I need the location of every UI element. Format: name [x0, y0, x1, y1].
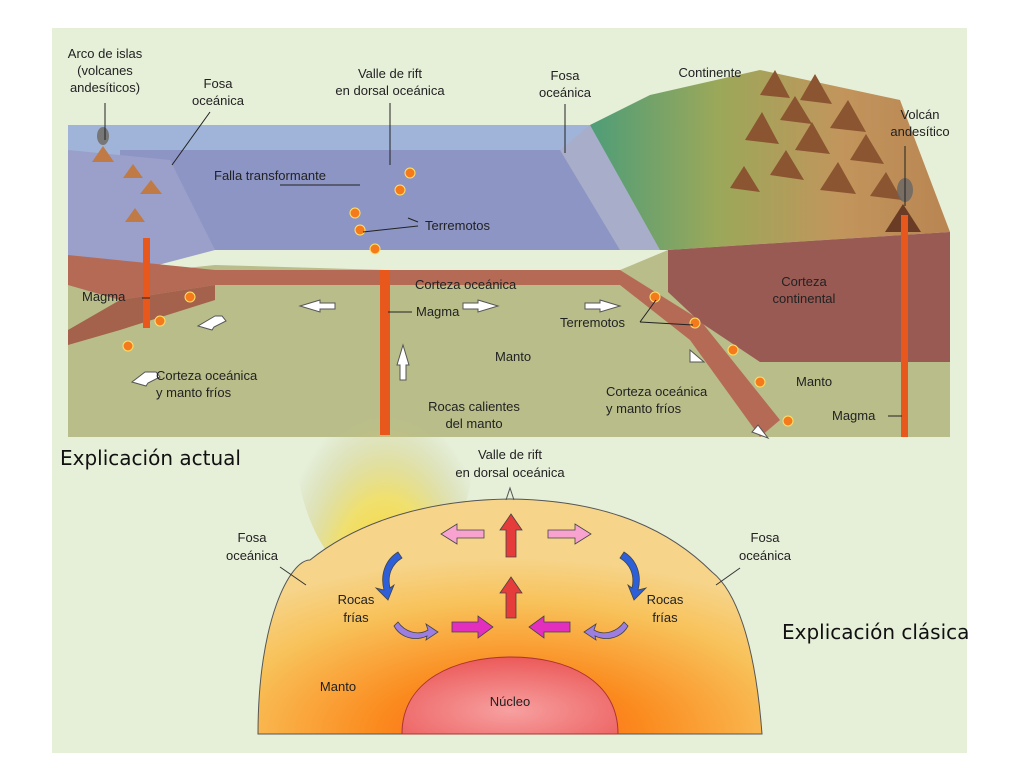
ocean-floor: [120, 150, 660, 250]
arc-magma-channel: [143, 238, 150, 328]
arrow-up-red-2: [499, 576, 523, 619]
label-island-arc-1: Arco de islas: [68, 46, 143, 61]
label-classic-trench-right-1: Fosa: [751, 530, 781, 545]
arrow-left: [298, 299, 336, 313]
label-island-arc-3: andesíticos): [70, 80, 140, 95]
label-classic-rift-1: Valle de rift: [478, 447, 542, 462]
label-transform-fault: Falla transformante: [214, 168, 326, 183]
label-classic-trench-left-1: Fosa: [238, 530, 268, 545]
continental-crust: [668, 232, 950, 362]
label-cold-crust-right-2: y manto fríos: [606, 401, 682, 416]
label-classic-rift-2: en dorsal oceánica: [455, 465, 565, 480]
label-cold-crust-right-1: Corteza oceánica: [606, 384, 708, 399]
label-mantle: Manto: [320, 679, 356, 694]
label-mantle-center: Manto: [495, 349, 531, 364]
arrow-pink-left: [440, 523, 485, 545]
mantle-flow-arrows: [130, 299, 770, 440]
arrow-right: [462, 299, 500, 313]
arrow-down-right-2: [751, 424, 770, 440]
arrow-down-left-2: [130, 371, 161, 387]
arrow-magenta-left: [528, 615, 571, 639]
arrow-violet-right: [583, 621, 629, 641]
caption-classic-explanation: Explicación clásica: [782, 620, 970, 644]
label-trench-right-1: Fosa: [551, 68, 581, 83]
label-continental-crust-2: continental: [773, 291, 836, 306]
arrow-blue-right: [619, 551, 648, 601]
label-continental-crust-1: Corteza: [781, 274, 827, 289]
label-cold-crust-left-2: y manto fríos: [156, 385, 232, 400]
earthquake-markers: [122, 167, 794, 427]
continent-surface: [590, 70, 950, 250]
label-rift-valley-1: Valle de rift: [358, 66, 422, 81]
label-trench-left-2: oceánica: [192, 93, 245, 108]
leader-lines: [104, 103, 906, 417]
label-island-arc-2: (volcanes: [77, 63, 133, 78]
label-volcano-2: andesítico: [890, 124, 949, 139]
arrow-right-2: [584, 299, 622, 313]
volcano-magma-channel: [901, 215, 908, 437]
caption-current-explanation: Explicación actual: [60, 446, 241, 470]
label-cold-rocks-right-2: frías: [652, 610, 678, 625]
core: [401, 656, 619, 735]
label-trench-left-1: Fosa: [204, 76, 234, 91]
island-volcanoes: [92, 127, 162, 222]
arrow-up: [396, 343, 410, 381]
convection-arrows: [374, 513, 648, 641]
arrow-down-right: [689, 348, 706, 363]
label-core: Núcleo: [490, 694, 530, 709]
ridge-magma-channel: [380, 270, 390, 435]
label-cold-rocks-right-1: Rocas: [647, 592, 684, 607]
label-earthquakes: Terremotos: [425, 218, 491, 233]
label-rift-valley-2: en dorsal oceánica: [335, 83, 445, 98]
label-classic-trench-right-2: oceánica: [739, 548, 792, 563]
label-magma-left: Magma: [82, 289, 126, 304]
label-volcano-1: Volcán: [900, 107, 939, 122]
arrow-pink-right: [547, 523, 592, 545]
label-cold-rocks-left-1: Rocas: [338, 592, 375, 607]
arrow-violet-left: [393, 621, 439, 641]
ridge-notch: [505, 486, 515, 501]
label-hot-rocks-2: del manto: [445, 416, 502, 431]
label-earthquakes-right: Terremotos: [560, 315, 626, 330]
subducting-slab-left: [68, 285, 215, 345]
label-magma-center: Magma: [416, 304, 460, 319]
arrow-blue-left: [374, 551, 403, 601]
label-trench-right-2: oceánica: [539, 85, 592, 100]
island-arc-block: [68, 150, 215, 275]
current-explanation-diagram: Arco de islas (volcanes andesíticos) Fos…: [68, 46, 950, 587]
arrow-magenta-right: [451, 615, 494, 639]
label-cold-rocks-left-2: frías: [343, 610, 369, 625]
label-hot-rocks-1: Rocas calientes: [428, 399, 520, 414]
arrow-down-left: [196, 315, 227, 331]
label-magma-right: Magma: [832, 408, 876, 423]
label-cold-crust-left-1: Corteza oceánica: [156, 368, 258, 383]
label-continent: Continente: [679, 65, 742, 80]
label-oceanic-crust: Corteza oceánica: [415, 277, 517, 292]
label-mantle-right: Manto: [796, 374, 832, 389]
trench-slope: [560, 125, 660, 250]
bottom-leader-lines: [279, 566, 741, 586]
label-classic-trench-left-2: oceánica: [226, 548, 279, 563]
classic-explanation-diagram: Valle de rift en dorsal oceánica Fosa oc…: [226, 447, 792, 735]
mountain-range: [730, 70, 902, 200]
arrow-up-red: [499, 513, 523, 558]
oceanic-crust-band: [68, 255, 780, 437]
